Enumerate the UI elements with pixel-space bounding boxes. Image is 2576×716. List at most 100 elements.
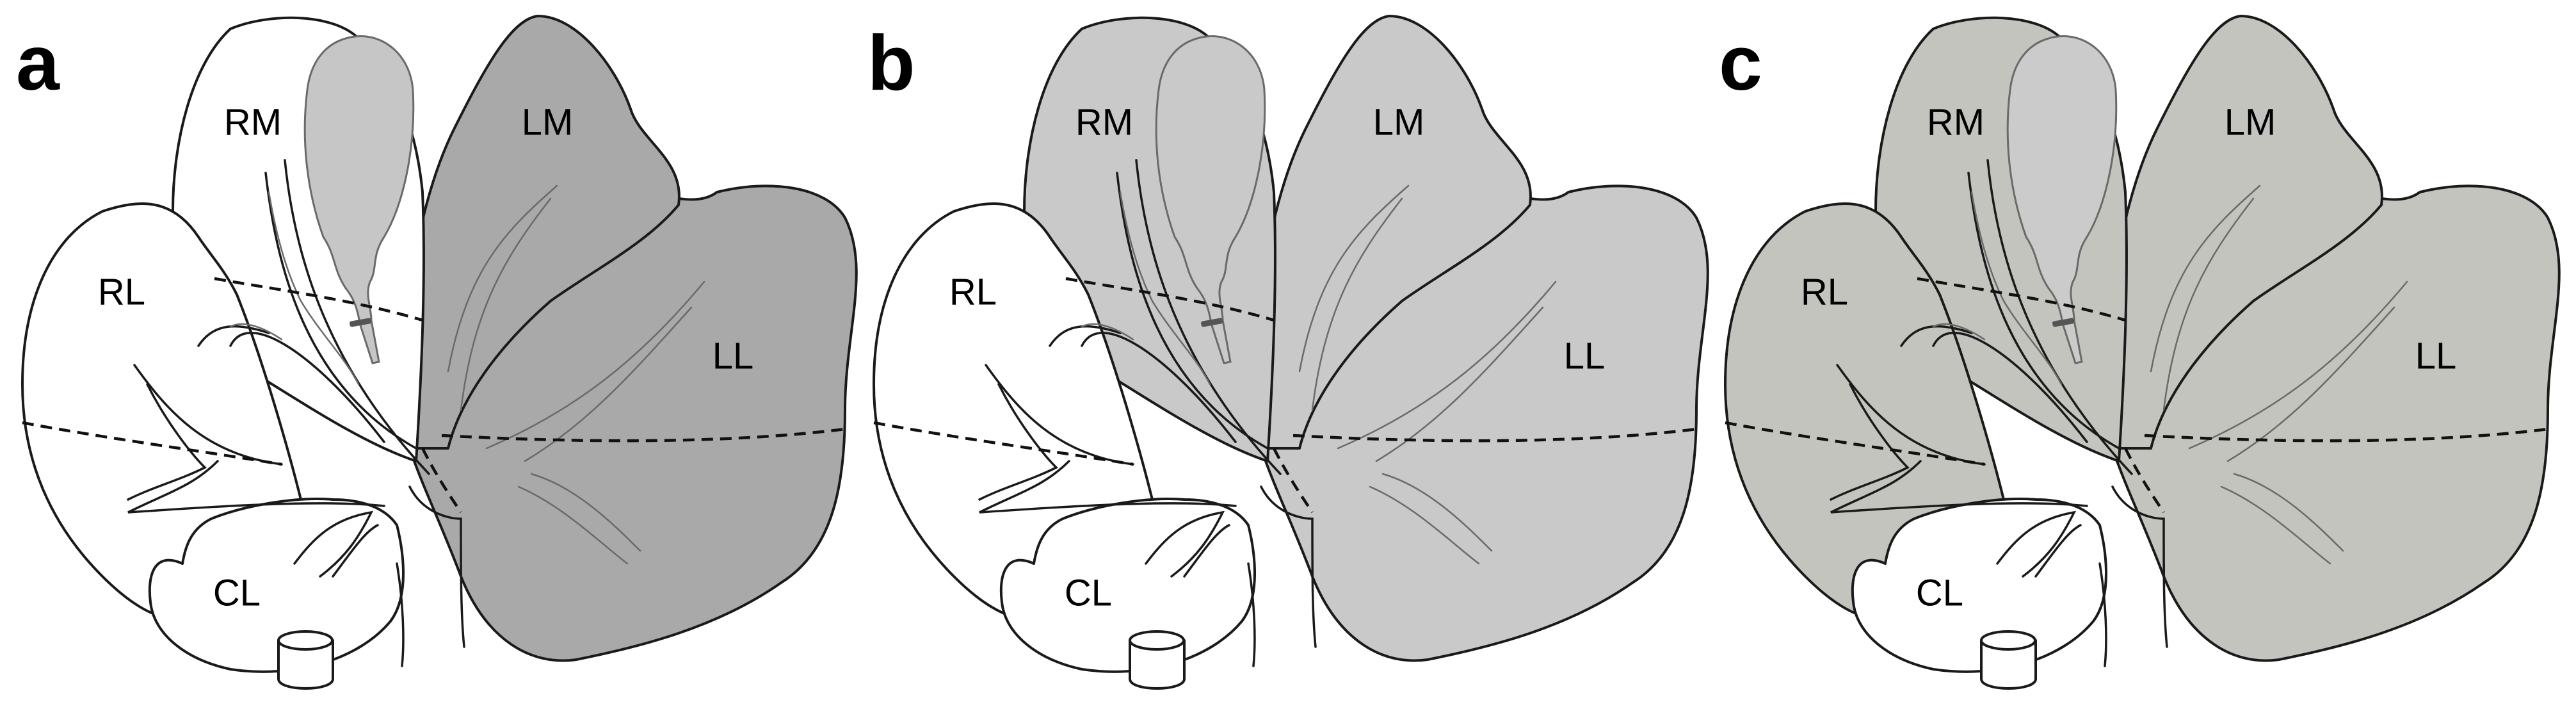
- vessel-line: [1116, 172, 1269, 450]
- vessel-line: [1135, 159, 1282, 475]
- lobe-lm: [1255, 15, 1532, 450]
- label-cl: CL: [1916, 572, 1963, 614]
- lobe-lm: [2106, 15, 2383, 450]
- vessel-line: [197, 325, 270, 347]
- cut-line: [214, 277, 423, 322]
- vessel-line: [447, 184, 558, 373]
- vessel-line: [1298, 184, 1410, 373]
- vessel-line: [1183, 524, 1230, 578]
- vessel-line: [2233, 473, 2344, 552]
- vessel-line: [1151, 300, 1211, 386]
- vessel-line: [293, 510, 374, 578]
- vessel-line: [332, 524, 379, 578]
- vessel-line: [1081, 323, 1134, 341]
- vessel-line: [460, 197, 552, 411]
- panel-a: RM LM RL LL CL a: [16, 15, 858, 690]
- cut-line: [421, 447, 462, 514]
- lobe-gallbladder: [2006, 35, 2118, 364]
- vessel-line: [1247, 562, 1256, 667]
- vessel-line: [268, 191, 302, 302]
- vessel-line: [127, 460, 385, 514]
- vessel-line: [2226, 306, 2395, 462]
- cut-line: [1725, 421, 1985, 466]
- panel-letter: c: [1719, 19, 1762, 106]
- cut-line: [2123, 447, 2165, 514]
- vessel-line: [1970, 191, 2005, 302]
- lobe-cl: [148, 498, 405, 673]
- label-lm: LM: [522, 101, 574, 143]
- label-rl: RL: [949, 271, 997, 313]
- label-lm: LM: [1373, 101, 1425, 143]
- vessel-line: [1049, 325, 1122, 347]
- vessel-line: [530, 473, 641, 552]
- vessel-line: [1145, 510, 1225, 578]
- label-ll: LL: [712, 335, 754, 377]
- vessel-line: [1260, 485, 1317, 648]
- label-rl: RL: [98, 271, 145, 313]
- vessel-line: [229, 323, 283, 341]
- cut-line: [22, 421, 282, 466]
- lobe-lm: [403, 15, 680, 450]
- vessel-stump: [1980, 630, 2036, 651]
- vessel-stump: [277, 639, 334, 690]
- panel-c: RM LM RL LL CL c: [1719, 15, 2561, 690]
- vessel-line: [978, 383, 1058, 501]
- ligature-clip: [350, 318, 372, 327]
- vessel-line: [1081, 332, 1237, 443]
- lobe-cl: [999, 498, 1256, 673]
- vessel-line: [1830, 460, 2088, 514]
- vessel-line: [524, 306, 693, 462]
- label-cl: CL: [213, 572, 261, 614]
- vessel-line: [1369, 485, 1480, 565]
- vessel-line: [300, 300, 360, 386]
- vessel-line: [1900, 325, 1973, 347]
- vessel-line: [1830, 383, 1910, 501]
- vessel-line: [229, 332, 385, 443]
- vessel-line: [2188, 281, 2408, 450]
- vessel-line: [1996, 510, 2077, 578]
- vessel-line: [2098, 562, 2107, 667]
- vessel-line: [1932, 332, 2088, 443]
- label-ll: LL: [2415, 335, 2457, 377]
- panel-letter: a: [16, 19, 60, 106]
- label-rm: RM: [1075, 101, 1133, 143]
- panel-b: RM LM RL LL CL b: [867, 15, 1709, 690]
- panel-letter: b: [867, 19, 915, 106]
- lobe-gallbladder: [1155, 35, 1266, 364]
- label-rm: RM: [1927, 101, 1984, 143]
- vessel-line: [1119, 191, 1154, 302]
- vessel-line: [1337, 281, 1557, 450]
- vessel-line: [1967, 172, 2120, 450]
- cut-line: [1065, 277, 1275, 322]
- vessel-line: [517, 485, 629, 565]
- vessel-line: [284, 159, 430, 475]
- vessel-line: [2034, 524, 2082, 578]
- cut-line: [873, 421, 1134, 466]
- label-cl: CL: [1065, 572, 1112, 614]
- vessel-line: [396, 562, 405, 667]
- vessel-line: [2162, 197, 2255, 411]
- vessel-line: [408, 485, 465, 648]
- label-rl: RL: [1801, 271, 1848, 313]
- ligature-clip: [2052, 318, 2075, 327]
- vessel-line: [2111, 485, 2168, 648]
- vessel-stump: [1129, 639, 1186, 690]
- vessel-line: [1986, 159, 2133, 475]
- vessel-line: [1381, 473, 1493, 552]
- lobe-cl: [1851, 498, 2107, 673]
- label-lm: LM: [2225, 101, 2276, 143]
- vessel-line: [485, 281, 705, 450]
- vessel-line: [1932, 323, 1986, 341]
- vessel-line: [2220, 485, 2331, 565]
- vessel-stump: [1129, 630, 1185, 651]
- vessel-line: [1311, 197, 1403, 411]
- vessel-line: [264, 172, 417, 450]
- cut-line: [1917, 277, 2126, 322]
- label-rm: RM: [224, 101, 282, 143]
- vessel-stump: [277, 630, 334, 651]
- cut-line: [1272, 447, 1314, 514]
- ligature-clip: [1201, 318, 1223, 327]
- vessel-line: [127, 383, 207, 501]
- label-ll: LL: [1564, 335, 1606, 377]
